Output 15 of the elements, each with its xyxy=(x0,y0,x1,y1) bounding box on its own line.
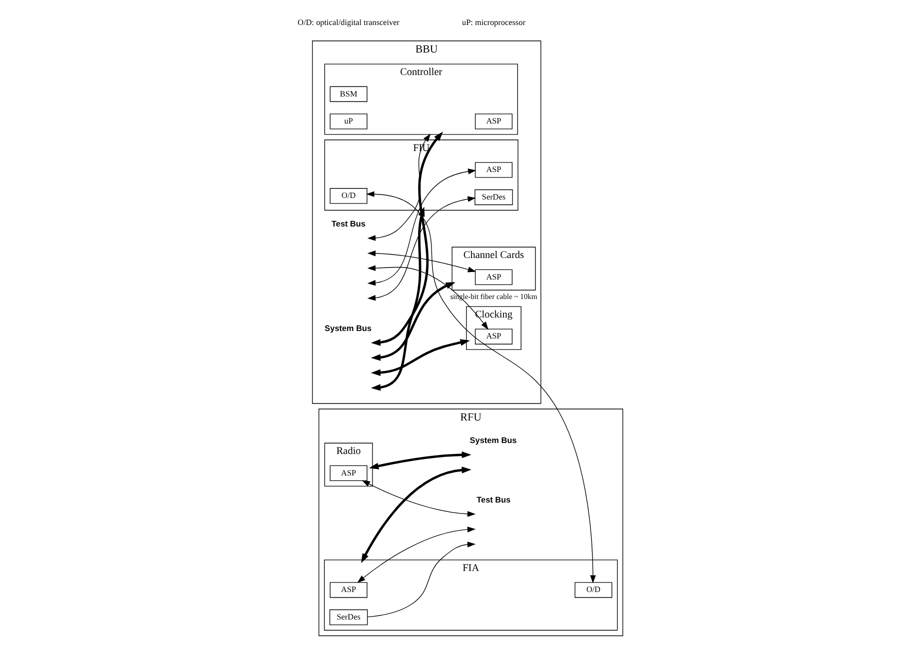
arrow xyxy=(366,191,596,584)
arrow xyxy=(367,196,476,301)
arrow xyxy=(367,250,476,272)
arrow xyxy=(367,265,488,330)
arrow xyxy=(357,526,476,583)
arrow xyxy=(362,480,476,517)
arrow xyxy=(370,339,470,376)
arrow xyxy=(361,466,472,564)
arrow xyxy=(367,134,431,241)
arrow xyxy=(368,451,472,470)
arrow xyxy=(367,542,476,618)
arrow xyxy=(370,282,456,361)
arrow xyxy=(367,168,476,286)
arrow xyxy=(370,206,425,391)
arrow xyxy=(370,132,443,346)
